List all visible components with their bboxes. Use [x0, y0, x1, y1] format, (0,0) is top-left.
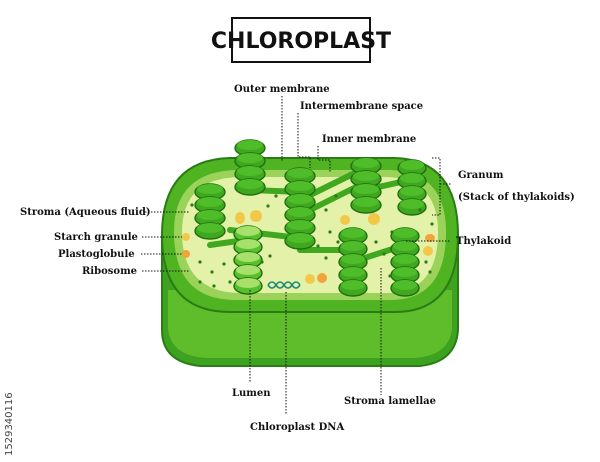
ribosome-dot — [198, 260, 202, 264]
label-thylakoid: Thylakoid — [456, 236, 511, 247]
granum-stack — [350, 157, 382, 214]
ribosome-dot — [228, 280, 232, 284]
thylakoid-top — [287, 207, 313, 217]
thylakoid-top — [400, 199, 424, 209]
label-starch-granule: Starch granule — [54, 232, 138, 243]
ribosome-dots — [190, 194, 434, 288]
diagram-title: CHLOROPLAST — [211, 29, 391, 54]
thylakoid-top — [236, 265, 260, 275]
thylakoid-top — [237, 153, 263, 163]
label-outer-membrane: Outer membrane — [234, 84, 330, 95]
ribosome-dot — [266, 204, 270, 208]
thylakoid-top — [341, 267, 365, 277]
thylakoid-top — [341, 280, 365, 290]
thylakoid-top — [236, 252, 260, 262]
thylakoid-top — [197, 210, 223, 220]
label-chloroplast-dna: Chloroplast DNA — [250, 422, 344, 433]
granum-stack — [338, 227, 368, 297]
granum-stack — [284, 167, 316, 250]
ribosome-dot — [382, 252, 386, 256]
chloroplast-dna-shape — [267, 281, 301, 289]
ribosome-dot — [212, 284, 216, 288]
ribosome-dot — [388, 274, 392, 278]
thylakoid-top — [353, 171, 379, 181]
thylakoid-top — [400, 160, 424, 170]
plastoglobules — [182, 234, 435, 283]
thylakoid-top — [400, 186, 424, 196]
thylakoid-top — [237, 166, 263, 176]
thylakoid-top — [393, 241, 417, 251]
granum-stack — [397, 159, 427, 216]
thylakoid-top — [287, 181, 313, 191]
ribosome-dot — [324, 208, 328, 212]
ribosome-dot — [210, 270, 214, 274]
ribosome-dot — [260, 260, 264, 264]
label-inner-membrane: Inner membrane — [322, 134, 416, 145]
ribosome-dot — [324, 256, 328, 260]
label-lumen: Lumen — [232, 388, 271, 399]
ribosome-dot — [222, 262, 226, 266]
thylakoid-top — [353, 197, 379, 207]
leader-lines — [141, 96, 452, 415]
thylakoid-top — [197, 223, 223, 233]
thylakoid-top — [287, 194, 313, 204]
ribosome-dot — [328, 230, 332, 234]
thylakoid-top — [393, 267, 417, 277]
thylakoid-top — [237, 140, 263, 150]
watermark-id-text: 1529340116 — [4, 392, 15, 456]
thylakoid-top — [287, 220, 313, 230]
ribosome-dot — [334, 194, 338, 198]
thylakoid-top — [341, 254, 365, 264]
thylakoid-top — [400, 173, 424, 183]
label-ribosome: Ribosome — [82, 266, 137, 277]
label-granum: Granum — [458, 170, 504, 181]
label-plastoglobule: Plastoglobule — [58, 249, 135, 260]
thylakoid-top — [287, 168, 313, 178]
ribosome-dot — [190, 203, 194, 207]
ribosome-dot — [418, 208, 422, 212]
thylakoid-top — [393, 280, 417, 290]
ribosome-dot — [274, 194, 278, 198]
label-stroma-lamellae: Stroma lamellae — [344, 396, 436, 407]
label-intermembrane-space: Intermembrane space — [300, 101, 423, 112]
starch-granules — [182, 210, 433, 284]
granum-stack — [234, 139, 266, 196]
granum-stack — [390, 227, 420, 297]
labels-group: Outer membrane Intermembrane space Inner… — [20, 84, 575, 433]
ribosome-dot — [374, 240, 378, 244]
thylakoid-top — [341, 241, 365, 251]
thylakoid-top — [236, 239, 260, 249]
thylakoid-top — [341, 228, 365, 238]
granum-stack — [194, 183, 226, 240]
ribosome-dot — [268, 254, 272, 258]
label-granum-sub: (Stack of thylakoids) — [458, 192, 575, 203]
ribosome-dot — [198, 280, 202, 284]
label-stroma: Stroma (Aqueous fluid) — [20, 207, 151, 218]
thylakoid-top — [197, 197, 223, 207]
watermark-id: 1529340116 — [2, 318, 18, 458]
thylakoid-top — [197, 184, 223, 194]
granum-stack — [233, 225, 263, 295]
thylakoid-top — [393, 228, 417, 238]
thylakoid-top — [236, 278, 260, 288]
ribosome-dot — [316, 244, 320, 248]
ribosome-dot — [428, 270, 432, 274]
title-box — [231, 17, 371, 63]
thylakoid-top — [353, 158, 379, 168]
thylakoid-top — [393, 254, 417, 264]
ribosome-dot — [336, 240, 340, 244]
thylakoid-top — [353, 184, 379, 194]
ribosome-dot — [430, 222, 434, 226]
thylakoid-top — [236, 226, 260, 236]
grana-group — [194, 139, 427, 297]
ribosome-dot — [390, 230, 394, 234]
thylakoid-top — [237, 179, 263, 189]
thylakoid-top — [287, 233, 313, 243]
ribosome-dot — [424, 260, 428, 264]
